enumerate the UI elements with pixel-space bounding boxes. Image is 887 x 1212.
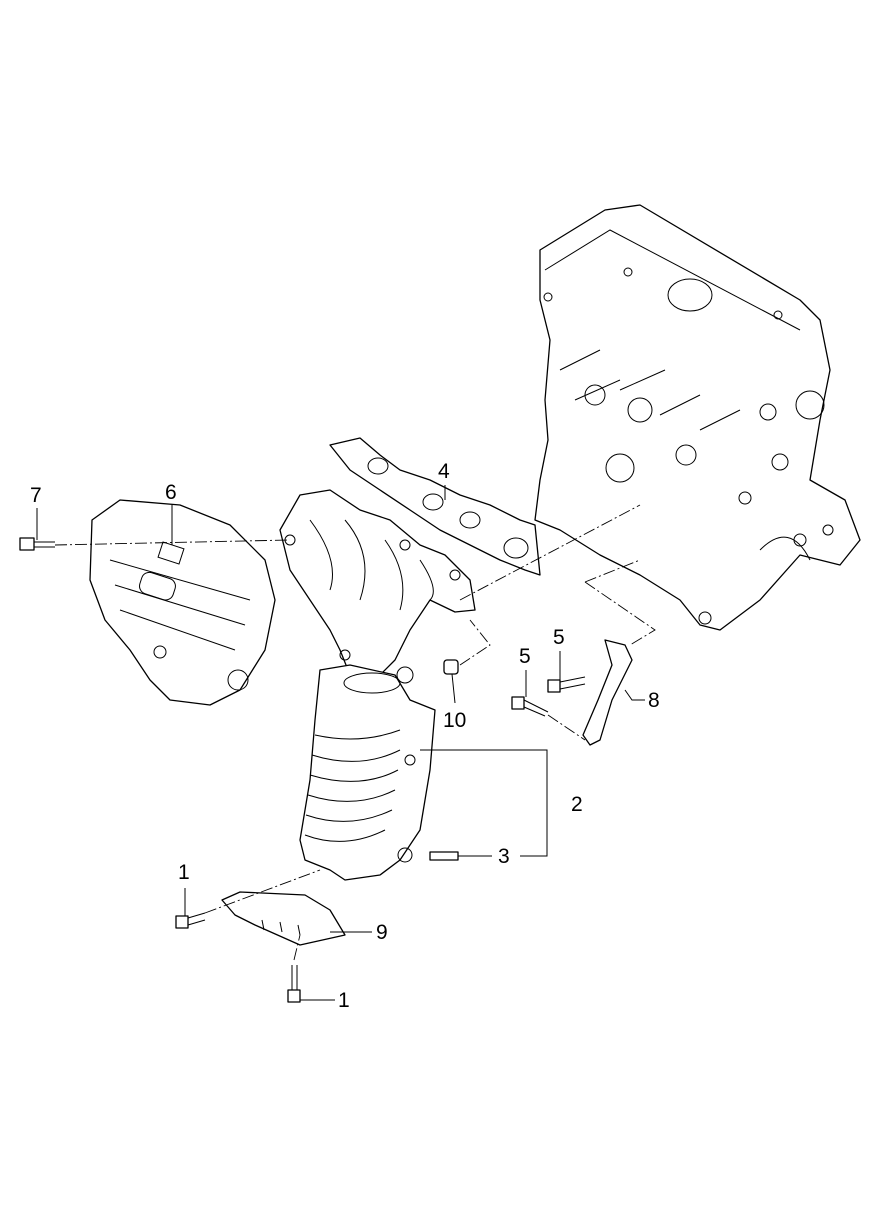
catalytic-converter	[299, 664, 436, 881]
bolt-1a	[175, 912, 206, 929]
callout-4: 4	[438, 460, 450, 483]
stud-3	[429, 851, 459, 861]
heat-shield	[89, 499, 276, 706]
callout-1: 1	[178, 861, 190, 884]
nut-10	[443, 659, 459, 675]
callout-6: 6	[165, 481, 177, 504]
converter-bracket	[221, 891, 346, 946]
bolt-1b	[287, 965, 301, 1003]
callout-9: 9	[376, 921, 388, 944]
bolt-5b	[511, 696, 549, 717]
callout-5: 5	[553, 626, 565, 649]
callout-5: 5	[519, 645, 531, 668]
callout-8: 8	[648, 689, 660, 712]
exhaust-manifold-gasket	[329, 437, 541, 576]
callout-2: 2	[571, 793, 583, 816]
callout-10: 10	[443, 709, 467, 732]
bolt-7	[19, 537, 55, 551]
callout-1: 1	[338, 989, 350, 1012]
callout-7: 7	[30, 484, 42, 507]
callout-3: 3	[498, 845, 510, 868]
engine-block	[534, 204, 861, 631]
bolt-5a	[547, 676, 586, 693]
manifold-bracket	[582, 639, 633, 746]
